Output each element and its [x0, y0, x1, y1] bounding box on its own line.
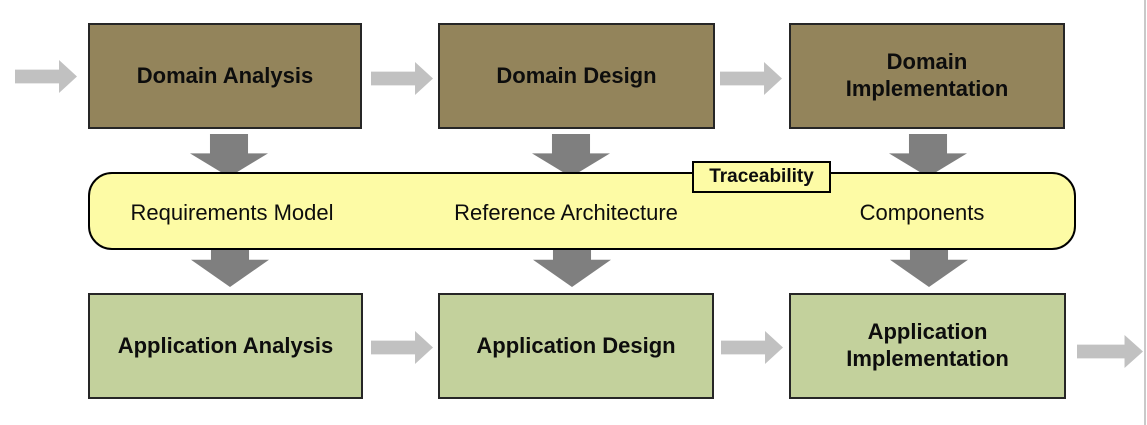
box-label: Domain Implementation	[845, 49, 1009, 101]
band-label-components: Components	[859, 200, 985, 225]
box-domain-implementation: Domain Implementation	[789, 23, 1065, 129]
box-label: Domain Design	[496, 62, 657, 88]
box-application-implementation: Application Implementation	[789, 293, 1066, 399]
box-application-analysis: Application Analysis	[88, 293, 363, 399]
down-arrow-icon	[532, 134, 610, 177]
band-label-reference-architecture: Reference Architecture	[454, 200, 678, 225]
right-arrow-icon	[371, 62, 433, 95]
right-arrow-icon	[721, 331, 783, 364]
band-label-requirements-model: Requirements Model	[130, 200, 334, 225]
right-arrow-icon	[15, 60, 77, 93]
traceability-band	[88, 172, 1076, 250]
box-application-design: Application Design	[438, 293, 714, 399]
down-arrow-icon	[890, 248, 968, 287]
box-label: Application Implementation	[846, 319, 1009, 371]
page-edge-divider	[1144, 0, 1146, 425]
down-arrow-icon	[889, 134, 967, 177]
right-arrow-icon	[371, 331, 433, 364]
down-arrow-icon	[190, 134, 268, 177]
right-arrow-icon	[720, 62, 782, 95]
down-arrow-icon	[533, 248, 611, 287]
right-arrow-icon	[1077, 335, 1143, 368]
box-label: Application Analysis	[117, 332, 334, 358]
box-domain-analysis: Domain Analysis	[88, 23, 362, 129]
traceability-tag-label: Traceability	[709, 166, 814, 187]
box-label: Application Design	[476, 332, 676, 358]
box-domain-design: Domain Design	[438, 23, 715, 129]
down-arrow-icon	[191, 248, 269, 287]
traceability-tag: Traceability	[692, 161, 831, 193]
box-label: Domain Analysis	[136, 62, 314, 88]
